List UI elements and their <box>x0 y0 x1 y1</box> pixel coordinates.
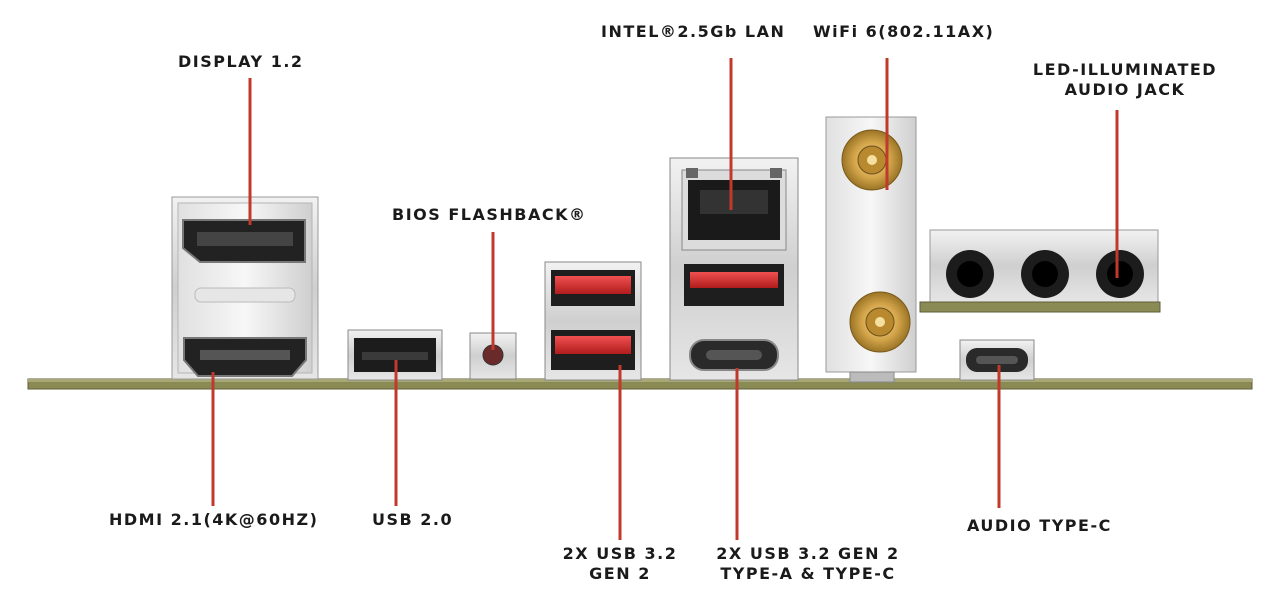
label-audio-typec: AUDIO TYPE-C <box>967 516 1112 535</box>
label-hdmi: HDMI 2.1(4K@60HZ) <box>109 510 319 529</box>
label-bios-flashback: BIOS FLASHBACK® <box>392 205 587 224</box>
audio-jack-icon <box>946 250 994 298</box>
usb-c-port-icon <box>959 339 1035 381</box>
antenna-connector-icon <box>841 129 903 191</box>
label-usb32gen2-typec: 2X USB 3.2 GEN 2 TYPE-A & TYPE-C <box>708 544 908 584</box>
pointer-lines <box>211 58 1119 540</box>
label-usb20: USB 2.0 <box>372 510 454 529</box>
antenna-connector-icon <box>849 291 911 353</box>
label-led-audio-line2: AUDIO JACK <box>1064 80 1186 99</box>
rj45-port-icon <box>681 168 787 251</box>
label-lan: INTEL®2.5Gb LAN <box>601 22 786 41</box>
displayport-port-icon <box>182 219 306 263</box>
label-usb32gen2-line1: 2X USB 3.2 <box>562 544 678 563</box>
label-usb32gen2: 2X USB 3.2 GEN 2 <box>560 544 680 584</box>
label-usb32gen2-typec-line2: TYPE-A & TYPE-C <box>720 564 896 583</box>
label-usb32gen2-line2: GEN 2 <box>589 564 651 583</box>
label-led-audio-line1: LED-ILLUMINATED <box>1032 60 1218 79</box>
label-wifi: WiFi 6(802.11AX) <box>813 22 995 41</box>
usb32-gen2-stack <box>544 261 642 381</box>
audio-jack-icon <box>1021 250 1069 298</box>
usb-c-port-icon <box>689 339 779 371</box>
audio-jack-block <box>919 229 1161 313</box>
displayport-hdmi-stack <box>171 196 319 380</box>
label-display: DISPLAY 1.2 <box>178 52 304 71</box>
lan-usb-block <box>669 157 799 381</box>
label-usb32gen2-typec-line1: 2X USB 3.2 GEN 2 <box>716 544 900 563</box>
audio-jack-icon <box>1096 250 1144 298</box>
bios-button-icon <box>469 332 517 380</box>
hdmi-port-icon <box>183 337 307 377</box>
label-led-audio: LED-ILLUMINATED AUDIO JACK <box>1020 60 1230 100</box>
wifi-antenna-block <box>825 116 917 383</box>
